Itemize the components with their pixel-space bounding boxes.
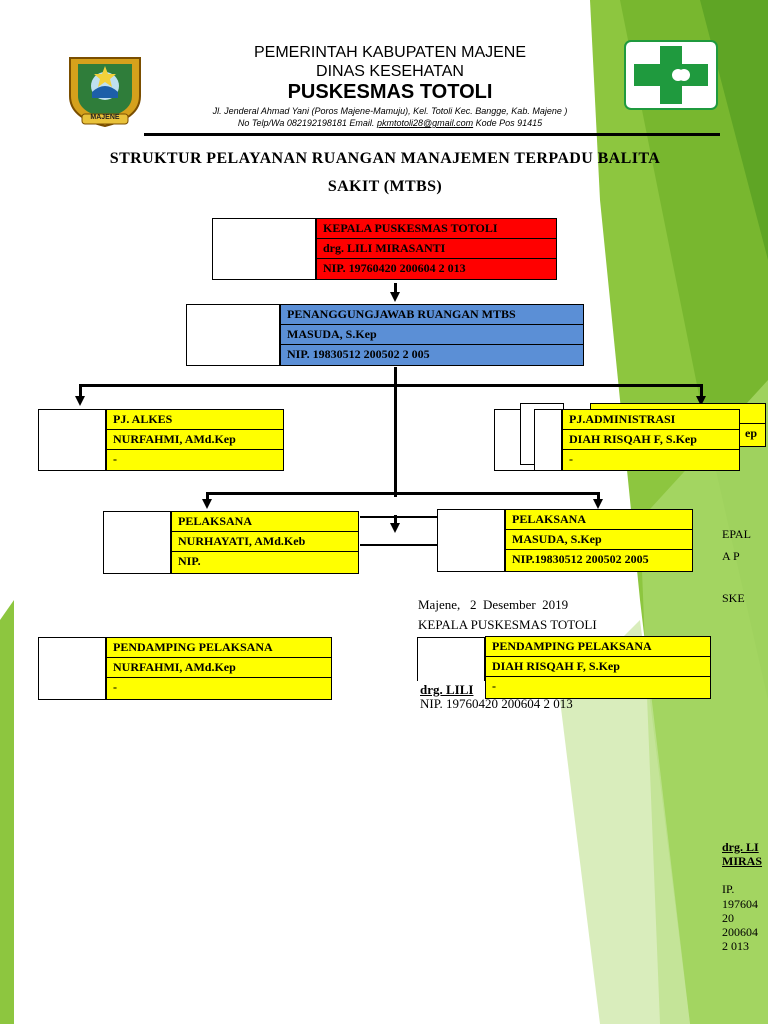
connector-level3-horizontal — [206, 492, 600, 495]
mtbs-nip: NIP. 19830512 200502 2 005 — [287, 347, 430, 361]
pelaksana-2-photo-box — [437, 509, 505, 572]
signature-place-date: Majene, 2 Desember 2019 — [418, 597, 569, 612]
puskesmas-cross-logo — [624, 40, 718, 110]
connector-level3-left-down — [206, 492, 209, 500]
pelaksana-2-box: PELAKSANA MASUDA, S.Kep NIP.19830512 200… — [505, 509, 693, 572]
header-government: PEMERINTAH KABUPATEN MAJENE — [253, 44, 527, 61]
kepala-role: KEPALA PUSKESMAS TOTOLI — [317, 219, 556, 239]
contact-phone: No Telp/Wa 082192198181 Email. — [237, 118, 377, 128]
pelaksana-1-photo-box — [103, 511, 171, 574]
title-line-2: SAKIT (MTBS) — [327, 178, 443, 195]
admin-role: PJ.ADMINISTRASI — [563, 410, 739, 430]
pendamping-2-box: PENDAMPING PELAKSANA DIAH RISQAH F, S.Ke… — [485, 636, 711, 699]
alkes-photo-box — [38, 409, 106, 471]
overflow-fragment-3: SKE — [722, 591, 745, 605]
connector-level3-center — [394, 515, 397, 525]
pendamping-2-nip: - — [492, 679, 496, 693]
alkes-nip: - — [113, 452, 117, 466]
connector-mtbs-down — [394, 367, 397, 497]
connector-kepala-down — [394, 283, 397, 293]
header-puskesmas: PUSKESMAS TOTOLI — [287, 81, 493, 103]
header-address: Jl. Jenderal Ahmad Yani (Poros Majene-Ma… — [212, 106, 568, 116]
connector-left-down — [79, 384, 82, 398]
pendamping-1-name: NURFAHMI, AMd.Kep — [107, 658, 331, 678]
signature-position: KEPALA PUSKESMAS TOTOLI — [418, 617, 597, 632]
admin-nip: - — [569, 452, 573, 466]
pelaksana-1-nip: NIP. — [178, 554, 201, 568]
admin-name: DIAH RISQAH F, S.Kep — [563, 430, 739, 450]
mtbs-name: MASUDA, S.Kep — [281, 325, 583, 345]
majene-regency-logo — [69, 57, 141, 128]
mtbs-photo-box — [186, 304, 280, 366]
overflow-fragment-7: 197604 — [722, 897, 758, 911]
pendamping-2-role: PENDAMPING PELAKSANA — [486, 637, 710, 657]
pendamping-1-nip: - — [113, 680, 117, 694]
overflow-fragment-2: A P — [722, 549, 740, 563]
pelaksana-2-nip: NIP.19830512 200502 2005 — [512, 552, 649, 566]
admin-box: PJ.ADMINISTRASI DIAH RISQAH F, S.Kep - — [562, 409, 740, 471]
mtbs-role: PENANGGUNGJAWAB RUANGAN MTBS — [281, 305, 583, 325]
logo-text: MAJENE — [90, 114, 120, 121]
header-divider — [144, 133, 720, 136]
pelaksana-1-box: PELAKSANA NURHAYATI, AMd.Keb NIP. — [171, 511, 359, 574]
overflow-fragment-8: 20 — [722, 911, 734, 925]
arrow-level3-right — [593, 499, 603, 509]
alkes-box: PJ. ALKES NURFAHMI, AMd.Kep - — [106, 409, 284, 471]
signature-name: drg. LILI — [420, 682, 474, 697]
kepala-name: drg. LILI MIRASANTI — [317, 239, 556, 259]
admin-photo-box — [534, 409, 562, 471]
pendamping-2-name: DIAH RISQAH F, S.Kep — [486, 657, 710, 677]
connector-right-down — [700, 384, 703, 398]
kepala-photo-box — [212, 218, 316, 280]
pendamping-1-box: PENDAMPING PELAKSANA NURFAHMI, AMd.Kep - — [106, 637, 332, 700]
contact-email[interactable]: pkmtotoli28@gmail.com — [376, 118, 474, 128]
overflow-fragment-4: drg. LI — [722, 840, 759, 854]
connector-overlap-line-2 — [360, 544, 438, 546]
signature-nip: NIP. 19760420 200604 2 013 — [420, 696, 573, 711]
mtbs-box: PENANGGUNGJAWAB RUANGAN MTBS MASUDA, S.K… — [280, 304, 584, 366]
pelaksana-1-role: PELAKSANA — [172, 512, 358, 532]
arrow-left — [75, 396, 85, 406]
connector-level2-horizontal — [79, 384, 703, 387]
admin-behind-fragment: ep — [591, 424, 765, 444]
header-contact: No Telp/Wa 082192198181 Email. pkmtotoli… — [150, 118, 630, 128]
pelaksana-2-name: MASUDA, S.Kep — [506, 530, 692, 550]
kepala-nip: NIP. 19760420 200604 2 013 — [323, 261, 466, 275]
pelaksana-1-name: NURHAYATI, AMd.Keb — [172, 532, 358, 552]
pendamping-1-photo-box — [38, 637, 106, 700]
alkes-role: PJ. ALKES — [107, 410, 283, 430]
arrow-level3-center — [390, 523, 400, 533]
overflow-fragment-10: 2 013 — [722, 939, 749, 953]
pelaksana-2-role: PELAKSANA — [506, 510, 692, 530]
header-department: DINAS KESEHATAN — [316, 63, 464, 80]
arrow-right — [696, 396, 706, 406]
connector-level3-right-down — [597, 492, 600, 500]
overflow-fragment-9: 200604 — [722, 925, 758, 939]
pendamping-1-role: PENDAMPING PELAKSANA — [107, 638, 331, 658]
overflow-fragment-1: EPAL — [722, 527, 751, 541]
contact-postcode: Kode Pos 91415 — [473, 118, 543, 128]
admin-behind-fragment-text: ep — [745, 426, 757, 440]
overflow-fragment-5: MIRAS — [722, 854, 763, 868]
connector-overlap-line — [360, 516, 438, 518]
overflow-fragment-6: IP. — [722, 882, 735, 896]
pendamping-2-photo-box — [417, 637, 485, 681]
kepala-box: KEPALA PUSKESMAS TOTOLI drg. LILI MIRASA… — [316, 218, 557, 280]
arrow-kepala — [390, 292, 400, 302]
alkes-name: NURFAHMI, AMd.Kep — [107, 430, 283, 450]
arrow-level3-left — [202, 499, 212, 509]
title-line-1: STRUKTUR PELAYANAN RUANGAN MANAJEMEN TER… — [109, 150, 661, 167]
